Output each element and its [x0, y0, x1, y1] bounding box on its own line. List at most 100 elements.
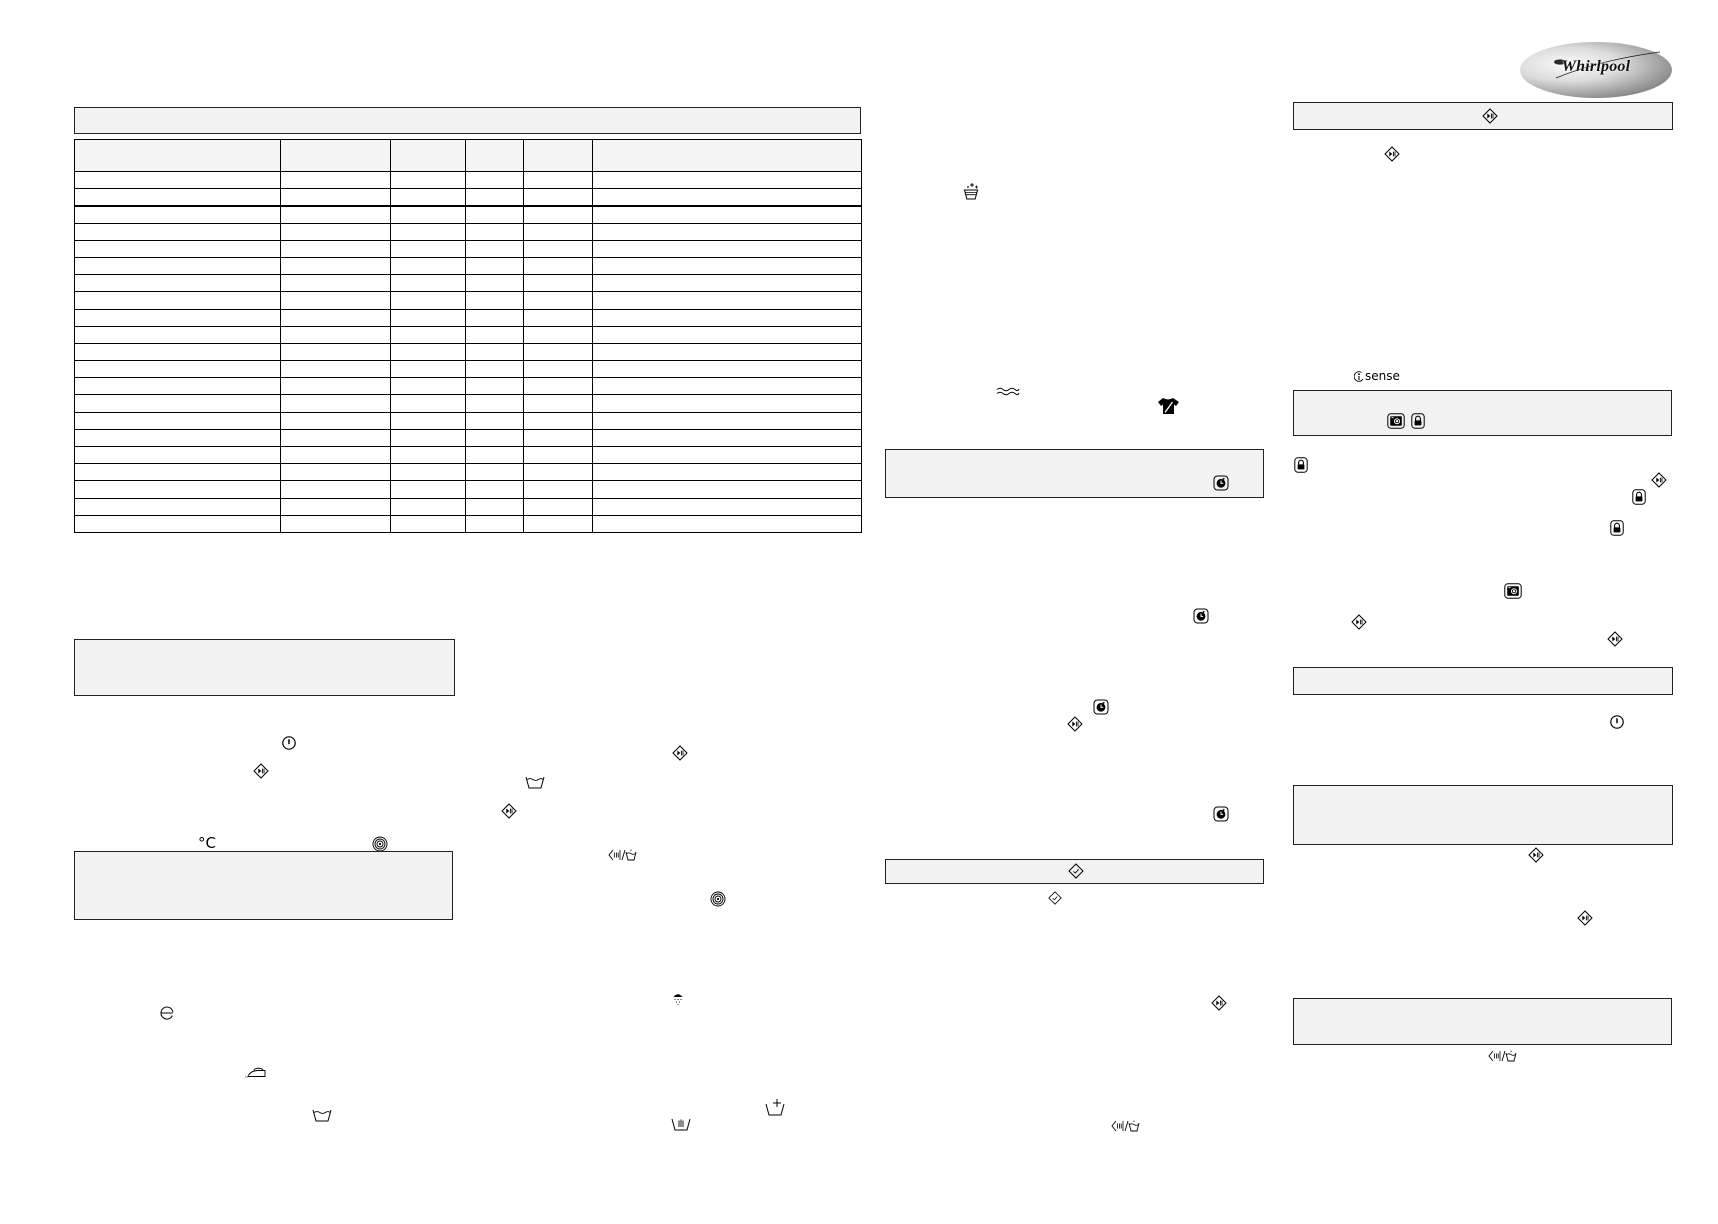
table-row: [74, 480, 862, 499]
table-cell: [592, 514, 862, 533]
table-cell: [465, 256, 524, 276]
logo-swoosh: [1554, 51, 1661, 79]
note-box: [885, 449, 1264, 498]
power-icon: [1609, 714, 1625, 730]
table-header-cell: [280, 139, 391, 172]
table-cell: [280, 342, 391, 362]
table-cell: [523, 222, 593, 241]
rinse-spin-icon: [607, 848, 637, 862]
table-cell: [465, 308, 524, 327]
table-row: [74, 205, 862, 224]
start-pause-icon: [1482, 108, 1498, 124]
table-cell: [592, 428, 862, 448]
table-cell: [592, 308, 862, 327]
hand-wash-icon: [671, 1117, 691, 1131]
table-cell: [523, 256, 593, 276]
table-row: [74, 360, 862, 379]
table-cell: [592, 342, 862, 362]
table-cell: [74, 188, 281, 207]
section-header-box: [885, 859, 1264, 884]
table-cell: [592, 463, 862, 482]
start-pause-icon: [253, 763, 269, 779]
shower-icon: [671, 992, 685, 1006]
table-row: [74, 291, 862, 310]
start-pause-icon: [1528, 847, 1544, 863]
table-cell: [280, 205, 391, 224]
table-cell: [74, 514, 281, 533]
table-cell: [74, 170, 281, 190]
delay-timer-icon: [1213, 475, 1229, 491]
table-header-row: [74, 139, 862, 172]
table-cell: [390, 411, 466, 430]
table-cell: [592, 360, 862, 379]
delay-timer-icon: [1193, 608, 1209, 624]
tub-plus-icon: [765, 1098, 785, 1116]
table-cell: [523, 360, 593, 379]
table-cell: [465, 342, 524, 362]
table-cell: [390, 428, 466, 448]
table-cell: [465, 325, 524, 344]
section-header-box: [1293, 667, 1673, 695]
table-cell: [74, 342, 281, 362]
table-cell: [465, 463, 524, 482]
table-cell: [465, 445, 524, 465]
table-cell: [523, 497, 593, 516]
start-pause-icon: [1211, 995, 1227, 1011]
table-cell: [523, 514, 593, 533]
note-box: [1293, 390, 1672, 436]
table-header-cell: [523, 139, 593, 172]
table-row: [74, 377, 862, 396]
note-box: [1293, 785, 1673, 845]
table-cell: [592, 445, 862, 465]
table-cell: [74, 411, 281, 430]
table-cell: [523, 377, 593, 396]
table-cell: [592, 274, 862, 293]
table-cell: [592, 222, 862, 241]
table-cell: [74, 274, 281, 293]
table-cell: [280, 428, 391, 448]
table-cell: [390, 377, 466, 396]
table-cell: [523, 445, 593, 465]
table-cell: [465, 170, 524, 190]
lock-icon: [1610, 520, 1624, 536]
table-header-cell: [465, 139, 524, 172]
start-pause-icon: [1651, 472, 1667, 488]
table-cell: [280, 514, 391, 533]
table-row: [74, 514, 862, 533]
lock-icon: [1294, 457, 1308, 473]
table-header-cell: [390, 139, 466, 172]
table-cell: [465, 291, 524, 310]
table-cell: [592, 480, 862, 499]
table-cell: [523, 428, 593, 448]
table-row: [74, 188, 862, 207]
start-pause-icon: [1577, 910, 1593, 926]
table-cell: [592, 377, 862, 396]
table-cell: [523, 291, 593, 310]
table-row: [74, 325, 862, 344]
lock-icon: [1411, 413, 1425, 429]
note-box: [74, 639, 455, 696]
stain-icon: [962, 182, 980, 200]
table-row: [74, 308, 862, 327]
table-cell: [280, 170, 391, 190]
lock-icon: [1632, 489, 1646, 505]
table-cell: [390, 514, 466, 533]
isense-i-icon: [1354, 370, 1364, 383]
table-cell: [74, 428, 281, 448]
table-cell: [280, 411, 391, 430]
eco-icon: [159, 1005, 175, 1021]
table-cell: [592, 497, 862, 516]
note-box: [1293, 998, 1672, 1045]
table-row: [74, 239, 862, 258]
table-cell: [465, 274, 524, 293]
table-cell: [74, 377, 281, 396]
table-cell: [523, 463, 593, 482]
table-cell: [74, 239, 281, 258]
table-cell: [465, 497, 524, 516]
table-cell: [465, 394, 524, 413]
table-cell: [280, 256, 391, 276]
table-cell: [592, 394, 862, 413]
table-cell: [74, 497, 281, 516]
table-cell: [390, 188, 466, 207]
